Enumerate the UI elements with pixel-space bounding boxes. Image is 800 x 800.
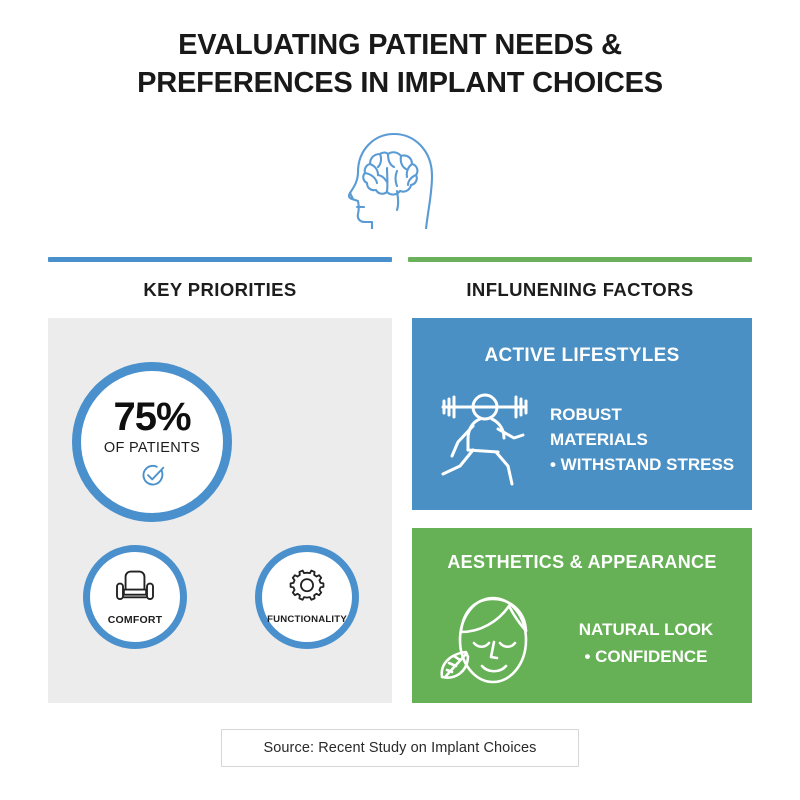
factor-card-lines-aesthetics-appearance: NATURAL LOOK • CONFIDENCE (552, 616, 740, 670)
section-rule-right (408, 257, 752, 262)
section-rule-left (48, 257, 392, 262)
factor-line: • WITHSTAND STRESS (550, 455, 735, 474)
stat-circle-patients: 75% OF PATIENTS (72, 362, 232, 522)
source-box: Source: Recent Study on Implant Choices (221, 729, 579, 767)
priority-label-functionality: FUNCTIONALITY (267, 614, 347, 625)
gear-icon (289, 569, 325, 610)
stat-value: 75% (113, 394, 191, 439)
priority-label-comfort: COMFORT (107, 613, 163, 626)
head-brain-icon (340, 124, 460, 231)
factor-card-body-active-lifestyles: ROBUST MATERIALS • WITHSTAND STRESS (430, 386, 740, 493)
check-circle-icon (139, 462, 166, 488)
source-text: Source: Recent Study on Implant Choices (263, 740, 537, 756)
factor-card-lines-active-lifestyles: ROBUST MATERIALS • WITHSTAND STRESS (550, 402, 734, 477)
running-weightlifter-icon (430, 386, 542, 493)
key-priorities-panel (48, 318, 392, 703)
section-heading-key-priorities: KEY PRIORITIES (143, 279, 297, 300)
page-title: EVALUATING PATIENT NEEDS & PREFERENCES I… (0, 26, 800, 102)
armchair-icon (115, 569, 155, 610)
factor-line: MATERIALS (550, 430, 648, 449)
page-title-line-2: PREFERENCES IN IMPLANT CHOICES (137, 67, 663, 99)
priority-circle-functionality: FUNCTIONALITY (255, 545, 359, 649)
section-heading-influencing-factors: INFLUNENING FACTORS (466, 279, 694, 300)
page-title-line-1: EVALUATING PATIENT NEEDS & (178, 29, 622, 61)
factor-line: ROBUST (550, 405, 622, 424)
factor-line: • CONFIDENCE (584, 646, 708, 666)
priority-circle-comfort: COMFORT (83, 545, 187, 649)
factor-line: NATURAL LOOK (578, 619, 714, 639)
factor-card-title-active-lifestyles: ACTIVE LIFESTYLES (484, 345, 680, 366)
factor-card-body-aesthetics-appearance: NATURAL LOOK • CONFIDENCE (430, 590, 740, 695)
face-leaf-icon (430, 590, 548, 695)
factor-card-aesthetics-appearance: AESTHETICS & APPEARANCE (412, 528, 752, 703)
factor-card-active-lifestyles: ACTIVE LIFESTYLES (412, 318, 752, 510)
stat-label: OF PATIENTS (103, 439, 201, 456)
factor-card-title-aesthetics-appearance: AESTHETICS & APPEARANCE (447, 552, 717, 572)
